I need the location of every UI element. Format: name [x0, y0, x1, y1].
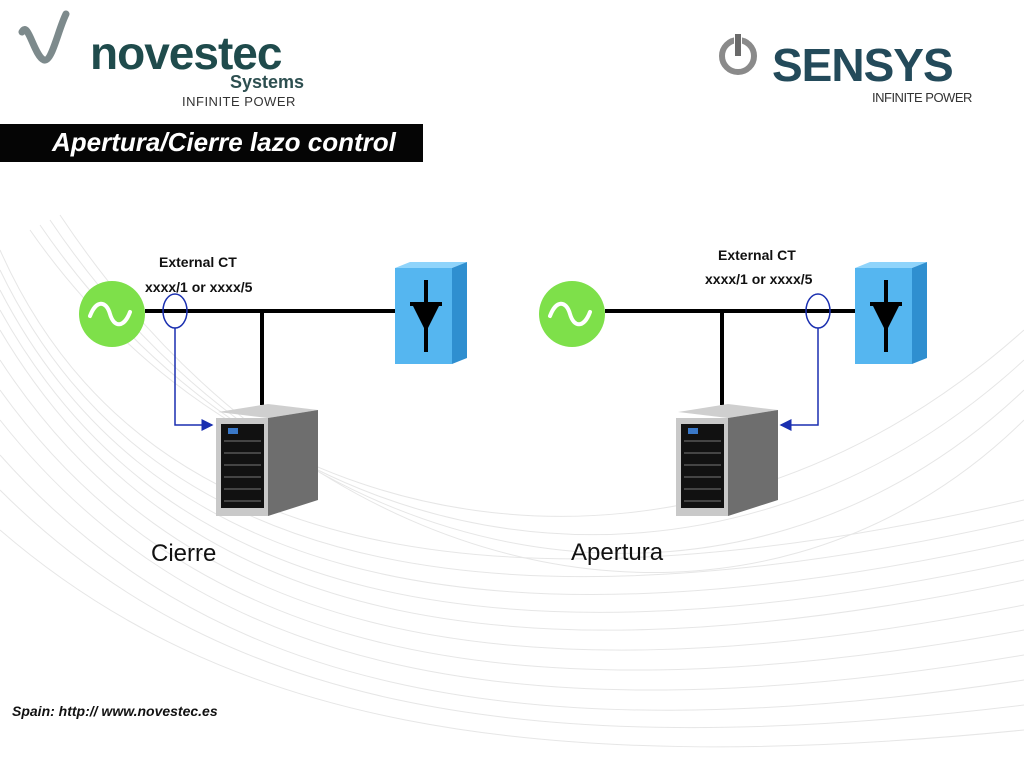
novestec-wordmark: novestec: [90, 27, 282, 79]
title-bar: Apertura/Cierre lazo control: [0, 124, 423, 162]
ct-ratio-label-right: xxxx/1 or xxxx/5: [705, 271, 813, 287]
diagram-cierre: [79, 262, 467, 516]
caption-apertura: Apertura: [571, 539, 664, 566]
novestec-tagline: INFINITE POWER: [182, 94, 296, 109]
server-cabinet-icon: [216, 404, 318, 516]
rectifier-diode-icon: [395, 262, 467, 364]
caption-cierre: Cierre: [151, 540, 217, 567]
diagram-apertura: [539, 262, 927, 516]
ac-source-icon: [539, 281, 605, 347]
server-cabinet-icon: [676, 404, 778, 516]
novestec-logo: novestec Systems INFINITE POWER: [14, 8, 314, 114]
rectifier-diode-icon: [855, 262, 927, 364]
ct-ratio-label-left: xxxx/1 or xxxx/5: [145, 279, 253, 295]
ct-signal-wire: [779, 328, 819, 431]
sensys-logo: SENSYS INFINITE POWER: [714, 28, 994, 112]
ac-source-icon: [79, 281, 145, 347]
sensys-wordmark: SENSYS: [772, 39, 954, 91]
ct-signal-wire: [174, 328, 214, 431]
footer-website: Spain: http:// www.novestec.es: [12, 703, 218, 719]
power-symbol-icon: [719, 32, 757, 75]
ct-title-label-left: External CT: [159, 254, 237, 270]
novestec-systems-label: Systems: [230, 72, 305, 92]
sensys-tagline: INFINITE POWER: [872, 90, 972, 105]
novestec-logo-mark-icon: [18, 10, 70, 64]
page-title: Apertura/Cierre lazo control: [52, 127, 396, 157]
ct-title-label-right: External CT: [718, 247, 796, 263]
